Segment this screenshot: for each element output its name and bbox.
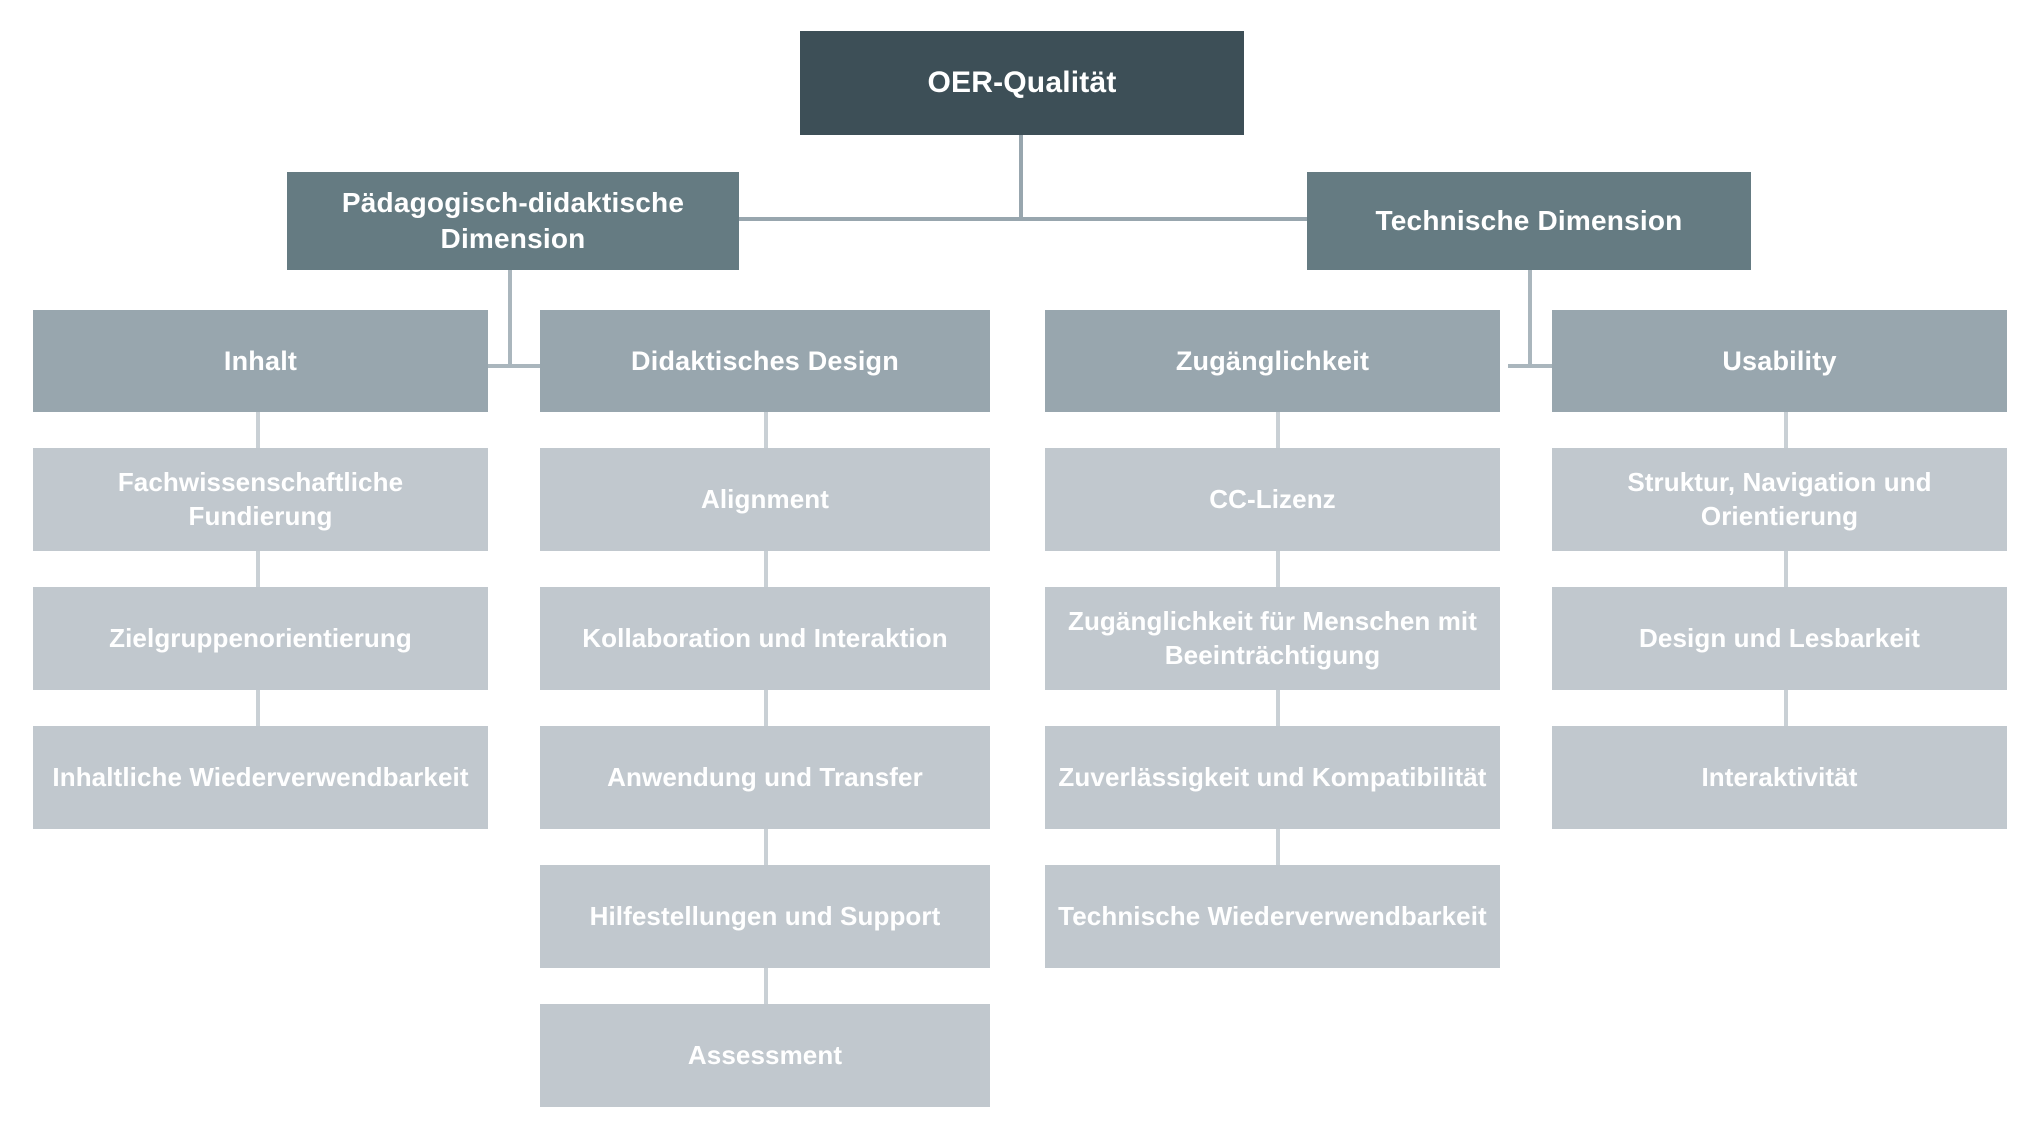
node-label: Pädagogisch-didaktische Dimension <box>341 187 685 254</box>
node-label: Technische Dimension <box>1375 205 1683 237</box>
node-zuverlaessigkeit-und-kompatibilitaet[interactable]: Zuverlässigkeit und Kompatibilität <box>1045 726 1500 829</box>
node-inhalt[interactable]: Inhalt <box>33 310 488 412</box>
node-interaktivitaet[interactable]: Interaktivität <box>1552 726 2007 829</box>
node-design-und-lesbarkeit[interactable]: Design und Lesbarkeit <box>1552 587 2007 690</box>
connector-zugang-4 <box>1276 829 1280 865</box>
connector-inhalt-1 <box>256 412 260 448</box>
node-label: Zuverlässigkeit und Kompatibilität <box>1058 761 1487 792</box>
node-oer-qualitaet[interactable]: OER-Qualität <box>800 31 1244 135</box>
node-assessment[interactable]: Assessment <box>540 1004 990 1107</box>
node-zugaenglichkeit-fuer-menschen-mit-beeintraechtigung[interactable]: Zugänglichkeit für Menschen mit Beeinträ… <box>1045 587 1500 690</box>
node-paedagogisch-didaktische-dimension[interactable]: Pädagogisch-didaktische Dimension <box>287 172 739 270</box>
node-didaktisches-design[interactable]: Didaktisches Design <box>540 310 990 412</box>
connector-zugang-2 <box>1276 551 1280 587</box>
connector-usability-3 <box>1784 690 1788 726</box>
node-label: Technische Wiederverwendbarkeit <box>1058 900 1487 931</box>
connector-technical-categories-bar <box>1508 364 1588 368</box>
node-label: Struktur, Navigation und Orientierung <box>1627 467 1932 531</box>
connector-usability-2 <box>1784 551 1788 587</box>
node-label: Anwendung und Transfer <box>607 761 923 792</box>
node-zugaenglichkeit[interactable]: Zugänglichkeit <box>1045 310 1500 412</box>
node-cc-lizenz[interactable]: CC-Lizenz <box>1045 448 1500 551</box>
connector-zugang-3 <box>1276 690 1280 726</box>
node-zielgruppenorientierung[interactable]: Zielgruppenorientierung <box>33 587 488 690</box>
node-label: CC-Lizenz <box>1209 483 1336 514</box>
node-label: Inhaltliche Wiederverwendbarkeit <box>52 761 469 792</box>
connector-root-stub <box>1019 135 1023 219</box>
connector-didaktik-3 <box>764 690 768 726</box>
node-label: Zugänglichkeit für Menschen mit Beeinträ… <box>1067 606 1478 670</box>
connector-zugang-1 <box>1276 412 1280 448</box>
node-label: Interaktivität <box>1701 761 1858 792</box>
connector-usability-1 <box>1784 412 1788 448</box>
node-alignment[interactable]: Alignment <box>540 448 990 551</box>
connector-inhalt-2 <box>256 551 260 587</box>
node-label: Inhalt <box>223 345 298 376</box>
node-label: OER-Qualität <box>927 65 1117 99</box>
connector-pedagogic-stub <box>508 270 512 368</box>
connector-technical-stub <box>1528 270 1532 368</box>
node-usability[interactable]: Usability <box>1552 310 2007 412</box>
node-label: Hilfestellungen und Support <box>589 900 941 931</box>
node-label: Didaktisches Design <box>631 345 899 376</box>
node-label: Usability <box>1722 345 1837 376</box>
node-label: Assessment <box>687 1039 843 1070</box>
node-label: Alignment <box>700 483 829 514</box>
node-label: Design und Lesbarkeit <box>1639 622 1920 653</box>
connector-didaktik-4 <box>764 829 768 865</box>
connector-didaktik-5 <box>764 968 768 1004</box>
node-kollaboration-und-interaktion[interactable]: Kollaboration und Interaktion <box>540 587 990 690</box>
node-anwendung-und-transfer[interactable]: Anwendung und Transfer <box>540 726 990 829</box>
node-label: Kollaboration und Interaktion <box>582 622 948 653</box>
connector-didaktik-1 <box>764 412 768 448</box>
connector-didaktik-2 <box>764 551 768 587</box>
node-hilfestellungen-und-support[interactable]: Hilfestellungen und Support <box>540 865 990 968</box>
connector-dimensions-bar <box>738 217 1308 221</box>
node-technische-wiederverwendbarkeit[interactable]: Technische Wiederverwendbarkeit <box>1045 865 1500 968</box>
node-inhaltliche-wiederverwendbarkeit[interactable]: Inhaltliche Wiederverwendbarkeit <box>33 726 488 829</box>
connector-inhalt-3 <box>256 690 260 726</box>
node-label: Zielgruppenorientierung <box>109 622 412 653</box>
node-label: Zugänglichkeit <box>1175 345 1370 376</box>
connector-pedagogic-categories-bar <box>488 364 568 368</box>
node-label: Fachwissenschaftliche Fundierung <box>117 467 404 531</box>
node-struktur-navigation-und-orientierung[interactable]: Struktur, Navigation und Orientierung <box>1552 448 2007 551</box>
node-technische-dimension[interactable]: Technische Dimension <box>1307 172 1751 270</box>
node-fachwissenschaftliche-fundierung[interactable]: Fachwissenschaftliche Fundierung <box>33 448 488 551</box>
